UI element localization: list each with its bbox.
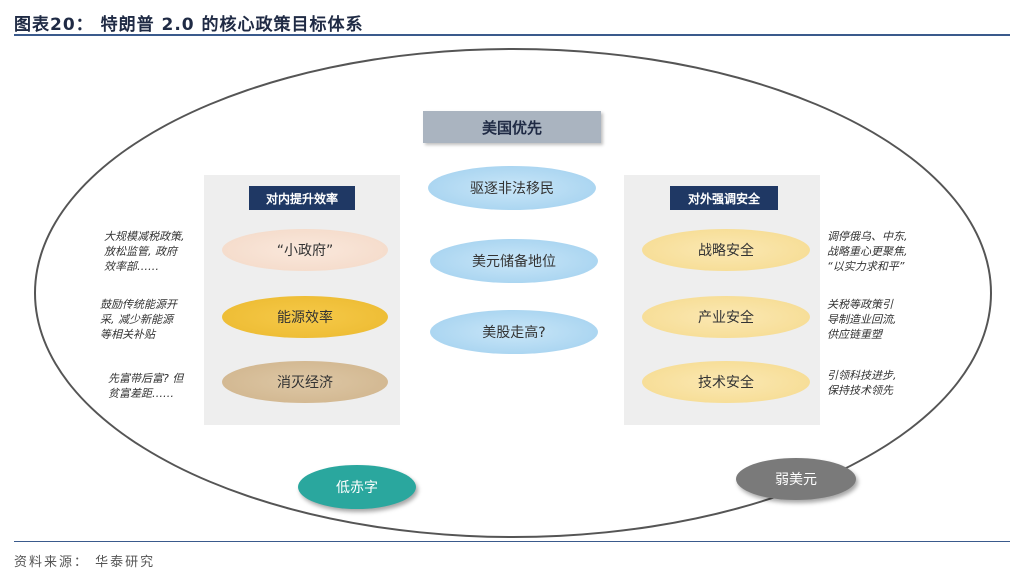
left-note-3: 先富带后富? 但 贫富差距……: [108, 372, 184, 400]
center-item-1: 驱逐非法移民: [428, 166, 596, 210]
left-note-2: 鼓励传统能源开 采, 减少新能源 等相关补贴: [100, 298, 177, 341]
center-item-2: 美元储备地位: [430, 239, 598, 283]
right-item-2: 产业安全: [642, 296, 810, 338]
right-note-1: 调停俄乌、中东, 战略重心更聚焦, “以实力求和平”: [827, 230, 908, 273]
source-text: 资料来源： 华泰研究: [14, 555, 156, 570]
left-note-1: 大规模减税政策, 放松监管, 政府 效率部……: [104, 230, 185, 273]
center-item-3: 美股走高?: [430, 310, 598, 354]
right-note-3: 引领科技进步, 保持技术领先: [827, 369, 897, 397]
right-item-1: 战略安全: [642, 229, 810, 271]
title-rule: [14, 34, 1010, 36]
left-item-2: 能源效率: [222, 296, 388, 338]
bottom-right-oval: 弱美元: [736, 458, 856, 500]
center-header: 美国优先: [423, 111, 601, 143]
right-item-3: 技术安全: [642, 361, 810, 403]
left-header: 对内提升效率: [249, 186, 355, 210]
right-note-2: 关税等政策引 导制造业回流, 供应链重塑: [827, 298, 897, 341]
left-item-3: 消灭经济: [222, 361, 388, 403]
figure-title: 图表20： 特朗普 2.0 的核心政策目标体系: [14, 15, 364, 35]
left-item-1: “小政府”: [222, 229, 388, 271]
source-rule: [14, 541, 1010, 542]
right-header: 对外强调安全: [670, 186, 778, 210]
bottom-left-oval: 低赤字: [298, 465, 416, 509]
